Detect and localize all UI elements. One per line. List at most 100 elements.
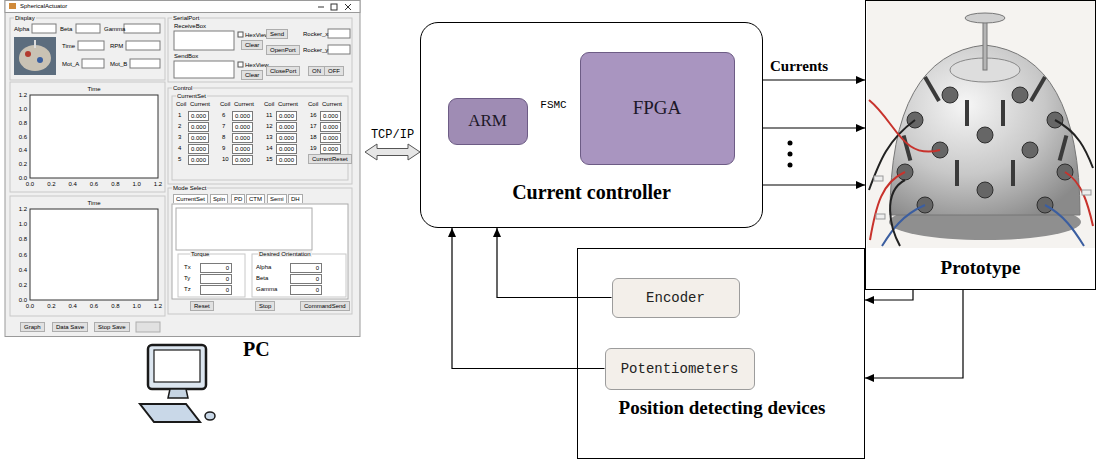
- button-label: Send: [266, 29, 288, 39]
- gui-label: 19: [310, 145, 317, 151]
- field-value: 0.000: [320, 133, 341, 143]
- edge-label: FSMC: [538, 99, 568, 111]
- field-value: 0.000: [320, 122, 341, 132]
- axis-tick: 0.6: [90, 303, 98, 309]
- gui-label: Gamma: [104, 26, 125, 32]
- axis-tick: 0.2: [19, 161, 27, 167]
- group-title: Torque: [190, 251, 210, 257]
- axis-tick: 1.0: [19, 221, 27, 227]
- gui-label: 7: [222, 123, 225, 129]
- field-value: 0.000: [232, 155, 253, 165]
- field-value: 0.000: [188, 133, 209, 143]
- axis-tick: 0.6: [19, 134, 27, 140]
- prototype-photo: [867, 1, 1095, 248]
- chip-box: FPGA: [580, 52, 735, 165]
- axis-tick: 0.2: [47, 181, 55, 187]
- gui-label: Ty: [184, 275, 190, 281]
- gui-label: 6: [222, 112, 225, 118]
- tab-label: CTM: [246, 194, 265, 203]
- controller-box: Current controller ARM FPGA: [420, 22, 763, 228]
- button-label: Data Save: [52, 322, 88, 332]
- axis-tick: 0.8: [19, 120, 27, 126]
- chip-box: ARM: [448, 98, 528, 145]
- button-label: Stop: [255, 301, 275, 311]
- tab-label: CurrentSet: [173, 194, 208, 203]
- connector: [865, 290, 913, 304]
- connector-line: [452, 228, 605, 369]
- gui-label: Beta: [60, 26, 72, 32]
- gui-label: 3: [178, 134, 181, 140]
- gui-label: 10: [222, 156, 229, 162]
- pc-icon: [140, 345, 215, 422]
- field-value: 0.000: [232, 144, 253, 154]
- connector: [763, 181, 865, 189]
- connector-line: [763, 127, 865, 128]
- gui-label: 11: [266, 112, 272, 118]
- button-label: ON: [308, 66, 325, 76]
- group-title: Mode Select: [172, 185, 207, 191]
- gui-label: Rocker_y: [303, 47, 328, 53]
- axis-tick: 1.2: [154, 303, 162, 309]
- group-title: CurrentSet: [176, 93, 207, 99]
- connector-line: [497, 228, 612, 298]
- axis-tick: 1.0: [132, 303, 140, 309]
- button-label: Graph: [20, 322, 45, 332]
- axis-tick: 0.8: [19, 236, 27, 242]
- connector: [763, 124, 865, 132]
- group-title: SerialPort: [172, 15, 200, 21]
- gui-label: 12: [266, 123, 273, 129]
- axis-tick: 0.4: [19, 267, 27, 273]
- connector: [865, 290, 963, 382]
- sensor-group-box: Position detecting devices EncoderPotenti…: [577, 248, 865, 459]
- tab-label: PD: [231, 194, 245, 203]
- axis-tick: 0.2: [47, 303, 55, 309]
- button-label: Reset: [190, 301, 214, 311]
- connector: [493, 228, 612, 298]
- gui-label: 16: [310, 112, 317, 118]
- gui-label: 2: [178, 123, 181, 129]
- button-label: OpenPort: [266, 45, 300, 55]
- axis-tick: 0.4: [68, 303, 76, 309]
- gui-label: Rocker_x: [303, 31, 328, 37]
- group-title: Control: [172, 85, 193, 91]
- field-value: 0.000: [188, 111, 209, 121]
- gui-label: Time: [62, 43, 75, 49]
- field-value: 0.000: [276, 133, 297, 143]
- sensor-box: Encoder: [612, 278, 740, 318]
- gui-label: 18: [310, 134, 317, 140]
- button-label: CurrentReset: [308, 154, 352, 164]
- axis-tick: 0.8: [111, 181, 119, 187]
- field-value: 0.000: [320, 111, 341, 121]
- field-value: 0.000: [276, 111, 297, 121]
- node-label: ARM: [468, 111, 507, 131]
- gui-label: Coil: [220, 101, 230, 107]
- arrowhead: [493, 228, 501, 237]
- node-label: Position detecting devices: [612, 397, 832, 419]
- gui-window: [5, 1, 360, 337]
- axis-tick: 0.6: [19, 252, 27, 258]
- axis-tick: 0.6: [90, 181, 98, 187]
- node-label: PC: [243, 338, 270, 361]
- tab-label: Spin: [210, 194, 228, 203]
- axis-tick: 1.0: [19, 106, 27, 112]
- gui-label: Coil: [264, 101, 274, 107]
- field-value: 0.000: [232, 122, 253, 132]
- field-value: 0.000: [188, 122, 209, 132]
- gui-label: Tz: [184, 286, 191, 292]
- gui-label: Current: [190, 101, 210, 107]
- axis-tick: 0.8: [111, 303, 119, 309]
- axis-tick: 0.0: [26, 303, 34, 309]
- connector: [763, 76, 865, 84]
- node-label: Current controller: [421, 181, 762, 204]
- gui-label: 15: [266, 156, 273, 162]
- arrowhead: [856, 181, 865, 189]
- gui-label: ReceiveBox: [174, 23, 206, 29]
- axis-tick: Time: [87, 86, 100, 92]
- field-value: 0: [200, 263, 232, 273]
- field-value: 0: [200, 285, 232, 295]
- gui-label: 14: [266, 145, 273, 151]
- field-value: 0.000: [232, 133, 253, 143]
- button-label: OFF: [324, 66, 344, 76]
- node-label: Potentiometers: [621, 361, 739, 377]
- gui-label: 5: [178, 156, 181, 162]
